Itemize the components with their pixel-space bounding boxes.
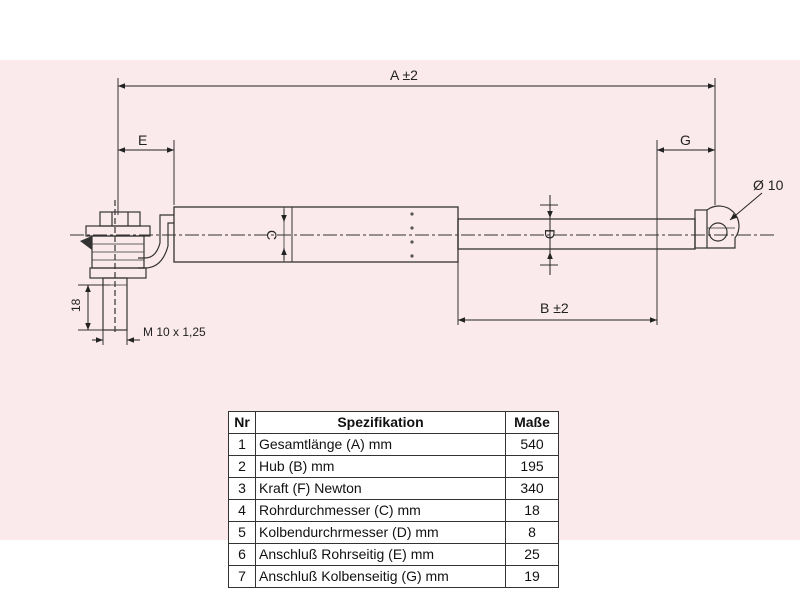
piston-rod (457, 218, 696, 250)
header-nr: Nr (228, 411, 256, 434)
cell-value: 540 (505, 433, 559, 456)
cell-nr: 1 (228, 433, 256, 456)
tube-crimp-dots (410, 212, 414, 258)
eye-diameter-leader (729, 192, 763, 221)
cell-nr: 6 (228, 543, 256, 566)
cell-value: 18 (505, 499, 559, 522)
cell-spec: Gesamtlänge (A) mm (255, 433, 506, 456)
dimension-a-label: A ±2 (390, 67, 418, 83)
cell-spec: Rohrdurchmesser (C) mm (255, 499, 506, 522)
header-spec: Spezifikation (255, 411, 506, 434)
cell-spec: Anschluß Rohrseitig (E) mm (255, 543, 506, 566)
cell-spec: Anschluß Kolbenseitig (G) mm (255, 565, 506, 588)
cell-value: 195 (505, 455, 559, 478)
drawing-canvas: A ±2 E G B ±2 D C (0, 60, 800, 588)
thread-size-label: M 10 x 1,25 (143, 325, 206, 339)
dimension-c-label: C (264, 230, 280, 240)
cell-value: 8 (505, 521, 559, 544)
cell-value: 19 (505, 565, 559, 588)
cell-nr: 3 (228, 477, 256, 500)
rod-end-eye (694, 205, 740, 249)
dimension-g-label: G (680, 132, 691, 148)
dimension-e-label: E (138, 132, 147, 148)
eye-diameter-label: Ø 10 (753, 177, 784, 193)
header-value: Maße (505, 411, 559, 434)
cell-spec: Kraft (F) Newton (255, 477, 506, 500)
dimension-b-label: B ±2 (540, 300, 569, 316)
cell-nr: 7 (228, 565, 256, 588)
cell-nr: 4 (228, 499, 256, 522)
dimension-d-label: D (542, 229, 558, 239)
cell-nr: 5 (228, 521, 256, 544)
cell-nr: 2 (228, 455, 256, 478)
washer-marker (80, 236, 92, 250)
table-header-row: Nr Spezifikation Maße (228, 411, 559, 434)
mounting-bolt (85, 200, 151, 335)
thread-length-label: 18 (69, 298, 83, 312)
cell-value: 340 (505, 477, 559, 500)
gas-spring-technical-drawing: A ±2 E G B ±2 D C (69, 67, 784, 345)
cell-spec: Kolbendurchrmesser (D) mm (255, 521, 506, 544)
cell-spec: Hub (B) mm (255, 455, 506, 478)
cell-value: 25 (505, 543, 559, 566)
